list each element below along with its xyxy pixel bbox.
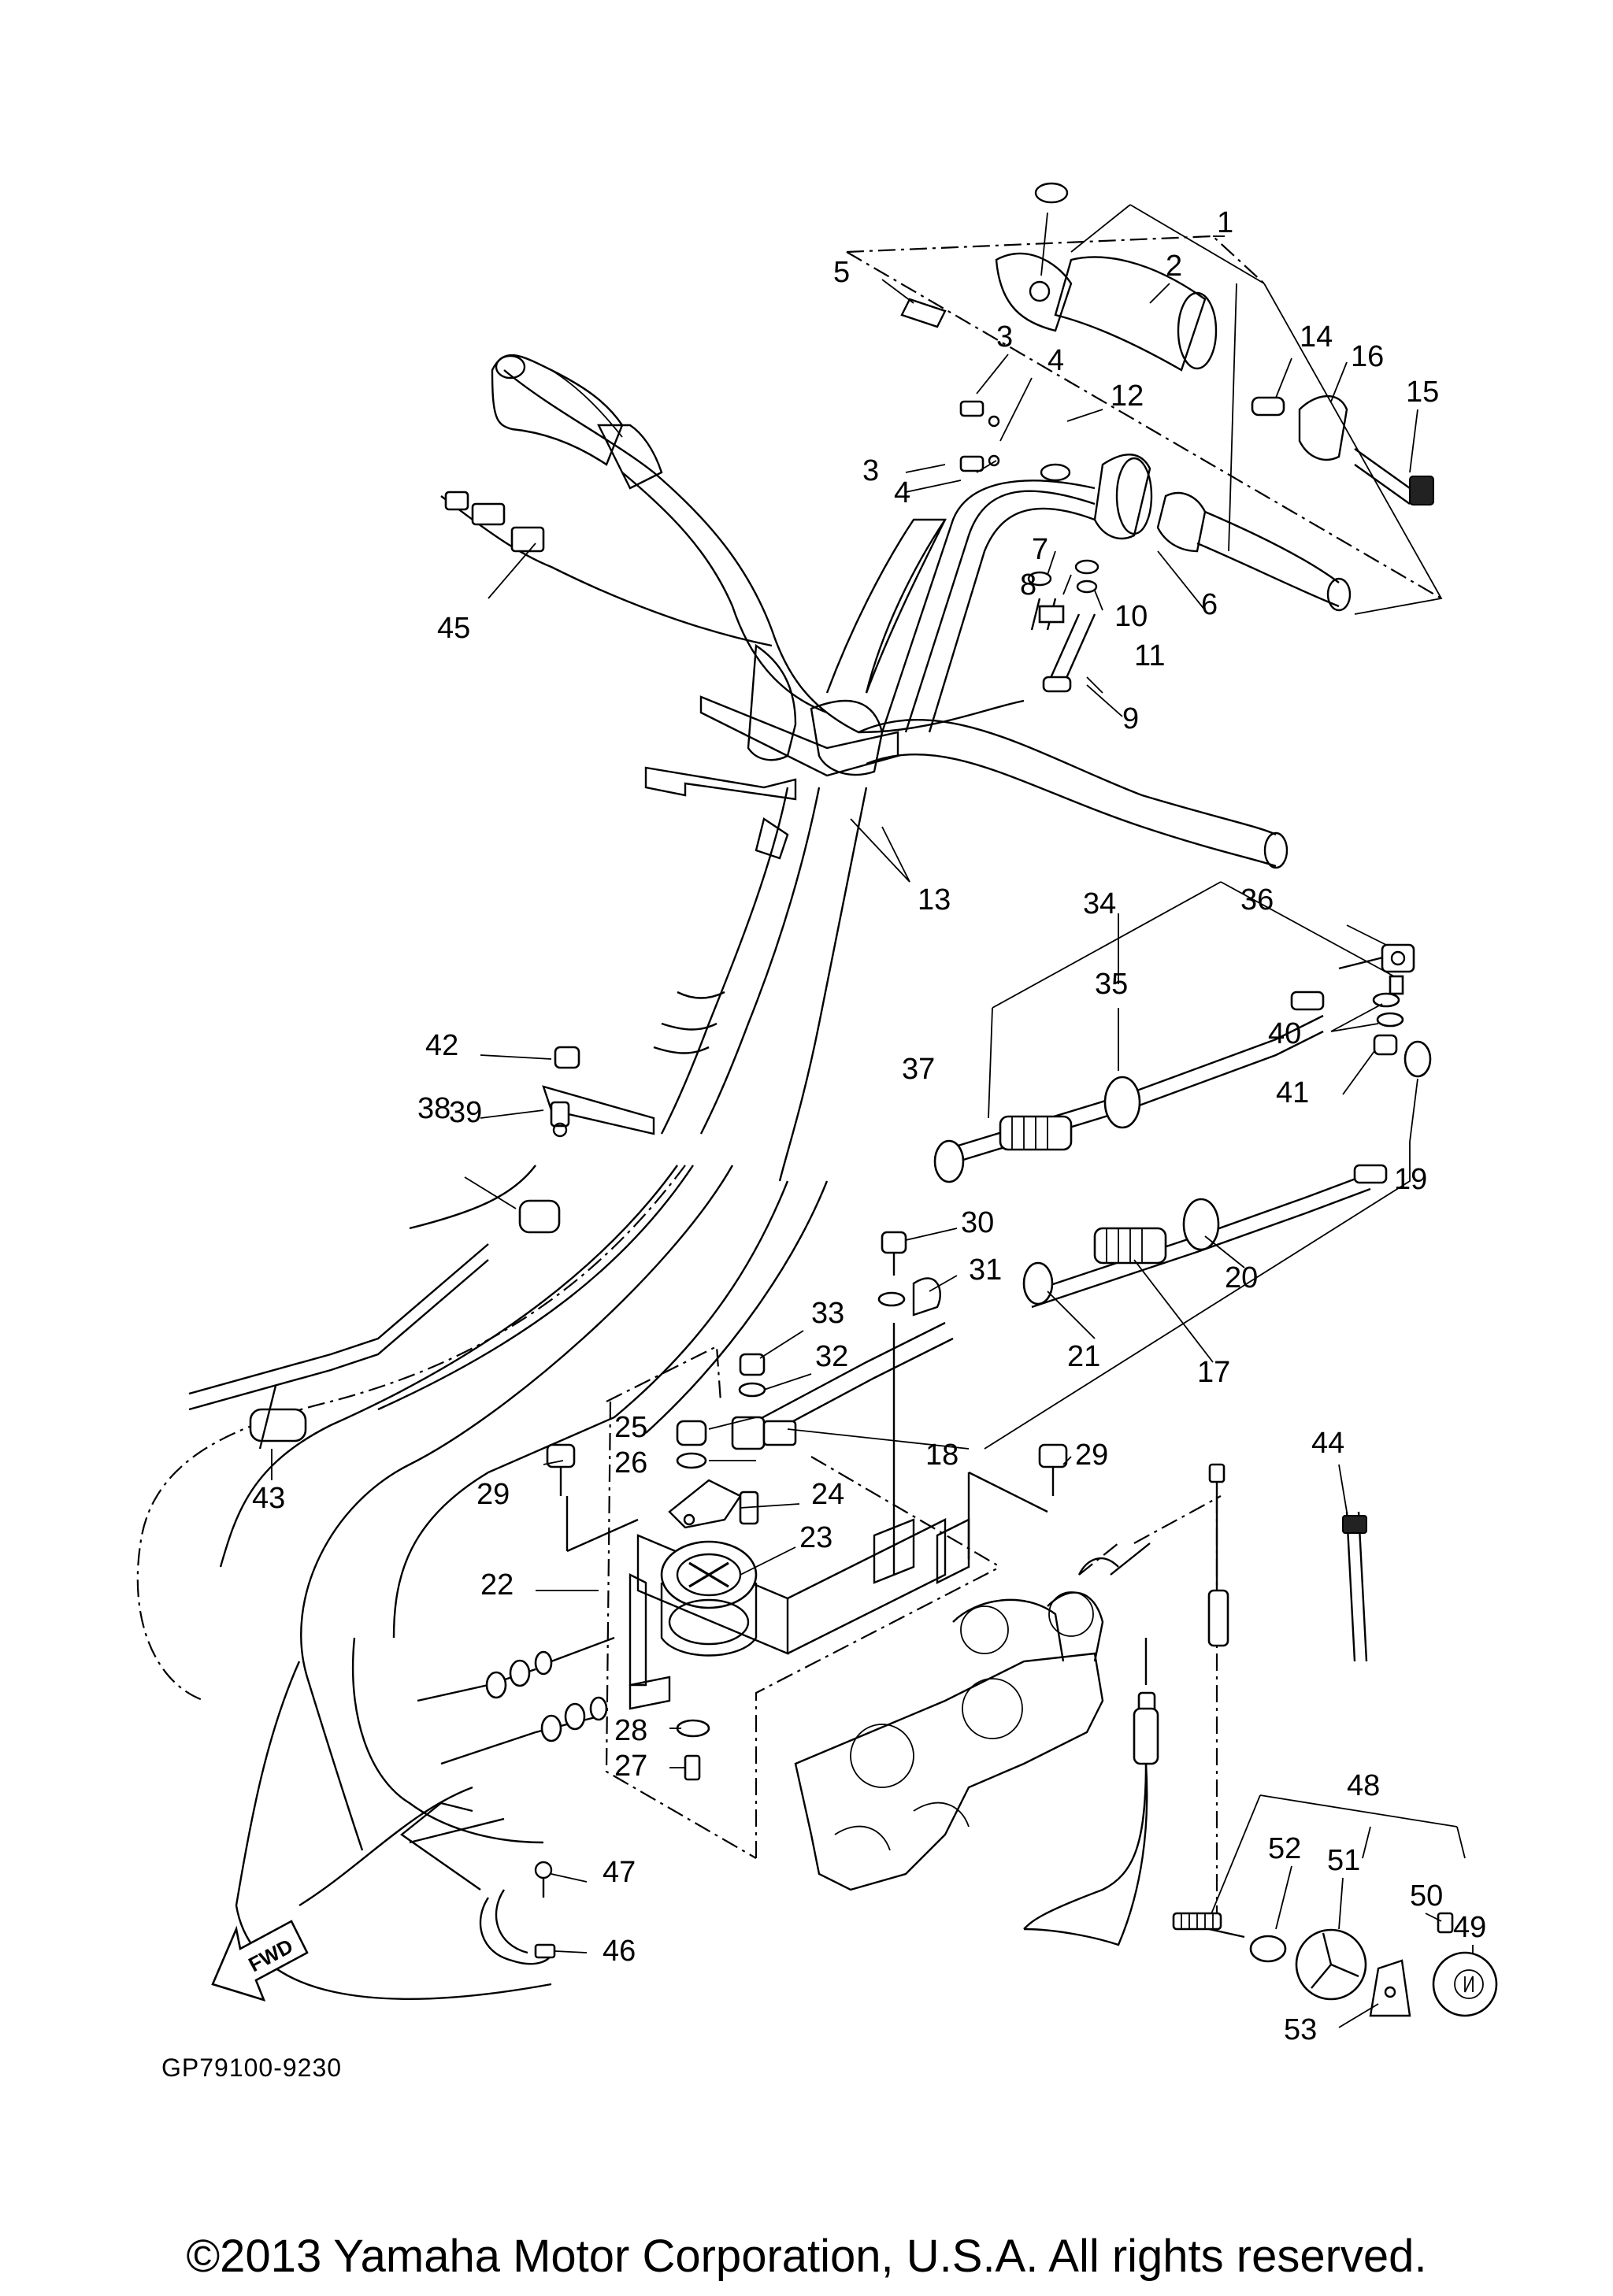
part-label-2: 2 <box>1166 250 1182 283</box>
part-label-23: 23 <box>799 1521 832 1554</box>
part-label-3b: 3 <box>862 454 879 487</box>
part-label-40: 40 <box>1268 1017 1301 1050</box>
part-label-10: 10 <box>1114 600 1148 633</box>
part-label-42: 42 <box>425 1029 458 1062</box>
part-label-30: 30 <box>961 1206 994 1239</box>
part-label-4: 4 <box>1048 344 1064 377</box>
part-label-20: 20 <box>1225 1261 1258 1294</box>
part-label-19: 19 <box>1394 1163 1427 1196</box>
part-label-21: 21 <box>1067 1340 1100 1373</box>
part-label-27: 27 <box>614 1750 647 1783</box>
part-label-1: 1 <box>1217 206 1233 239</box>
part-label-25: 25 <box>614 1411 647 1444</box>
part-label-48: 48 <box>1347 1769 1380 1802</box>
part-label-47: 47 <box>603 1856 636 1889</box>
part-label-5: 5 <box>833 256 850 289</box>
part-label-26: 26 <box>614 1446 647 1479</box>
part-label-29b: 29 <box>1075 1439 1108 1472</box>
throttle-bodies <box>794 1495 1222 1891</box>
clamp-46 <box>399 1802 556 1965</box>
part-label-34: 34 <box>1083 887 1116 920</box>
part-label-29: 29 <box>476 1478 510 1511</box>
part-label-46: 46 <box>603 1935 636 1968</box>
throttle-cables <box>136 1165 829 2000</box>
part-label-24: 24 <box>811 1478 844 1511</box>
part-label-4b: 4 <box>894 476 910 509</box>
part-label-44: 44 <box>1311 1427 1344 1460</box>
part-label-43: 43 <box>252 1482 285 1515</box>
part-number-labels: 1 2 3 3 4 4 5 6 7 8 9 10 11 12 13 14 15 … <box>252 206 1486 2046</box>
part-label-28: 28 <box>614 1714 647 1747</box>
part-label-16: 16 <box>1351 340 1384 373</box>
part-label-49: 49 <box>1453 1911 1486 1944</box>
part-label-3: 3 <box>996 320 1013 354</box>
part-label-38: 38 <box>417 1092 451 1125</box>
part-label-31: 31 <box>969 1254 1002 1287</box>
choke-knob-assembly <box>1172 1794 1498 2017</box>
leader-lines <box>271 235 1474 2028</box>
part-label-39: 39 <box>449 1096 482 1129</box>
part-label-51: 51 <box>1327 1844 1360 1877</box>
part-label-14: 14 <box>1300 320 1333 354</box>
part-label-33: 33 <box>811 1297 844 1330</box>
part-label-11: 11 <box>1134 639 1165 672</box>
part-label-12: 12 <box>1111 380 1144 413</box>
part-label-9: 9 <box>1122 702 1139 735</box>
part-label-37: 37 <box>902 1053 935 1086</box>
part-label-22: 22 <box>480 1568 514 1602</box>
throttle-bracket <box>417 1231 1068 1859</box>
part-label-7: 7 <box>1032 533 1048 566</box>
part-label-32: 32 <box>815 1340 848 1373</box>
part-label-52: 52 <box>1268 1832 1301 1865</box>
part-label-41: 41 <box>1276 1076 1309 1109</box>
part-label-13: 13 <box>918 883 951 917</box>
cable-adjusters <box>550 943 1432 1309</box>
part-label-15: 15 <box>1406 376 1439 409</box>
part-label-45: 45 <box>437 612 470 645</box>
part-label-6: 6 <box>1201 588 1218 621</box>
part-label-18: 18 <box>925 1439 959 1472</box>
part-label-35: 35 <box>1095 968 1128 1001</box>
part-label-8: 8 <box>1020 568 1036 602</box>
diagram-code: GP79100-9230 <box>161 2053 342 2082</box>
part-label-17: 17 <box>1197 1356 1230 1389</box>
copyright-notice: ©2013 Yamaha Motor Corporation, U.S.A. A… <box>186 2231 1426 2282</box>
choke-cable <box>1023 1463 1368 1946</box>
handlebar-assembly <box>491 354 1289 1182</box>
part-label-50: 50 <box>1410 1879 1443 1913</box>
forward-direction-arrow: FWD <box>211 1920 309 2002</box>
part-label-53: 53 <box>1284 2013 1317 2046</box>
right-grip-assembly <box>846 182 1443 733</box>
part-label-36: 36 <box>1240 883 1274 917</box>
choke-cable-end <box>440 491 773 647</box>
